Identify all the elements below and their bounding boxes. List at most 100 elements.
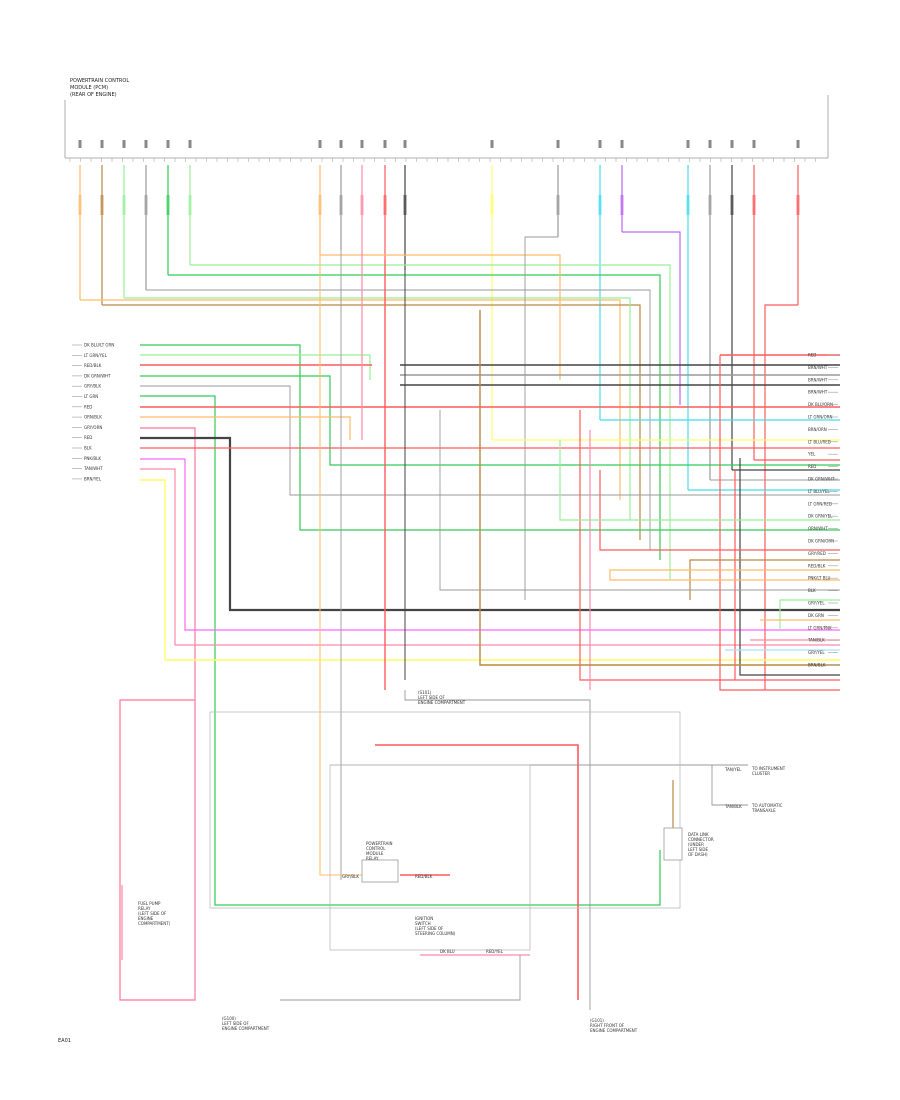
center-wire-label-3: RED/YEL — [486, 949, 504, 954]
ignition-switch-label: IGNITION SWITCH (LEFT SIDE OF STEERING C… — [415, 916, 456, 936]
wire-color-marker — [708, 195, 712, 215]
wire-color-marker — [686, 195, 690, 215]
right-wire-label: LT BLU/RED — [808, 439, 831, 444]
data-link-connector-box — [663, 827, 683, 861]
wire — [764, 304, 798, 690]
wire-color-marker — [318, 195, 322, 215]
pin-label-glyph — [686, 140, 690, 148]
pcm-relay-label: POWERTRAIN CONTROL MODULE RELAY — [366, 841, 393, 861]
left-wire-label: GRY/ORN — [84, 425, 102, 430]
pin-label-glyph — [166, 140, 170, 148]
wire — [102, 304, 641, 540]
wire-color-marker — [78, 195, 82, 215]
right-wire-label: BLK — [808, 588, 816, 593]
right-wire-label: BRN/WHT — [808, 365, 828, 370]
wire-color-marker — [490, 195, 494, 215]
left-wire-label: BLK — [84, 446, 92, 451]
wire — [140, 436, 840, 612]
wire-color-marker — [166, 195, 170, 215]
g100-text-1: (G100) — [222, 1016, 236, 1021]
wire-color-marker — [620, 195, 624, 215]
wire-color-marker — [383, 195, 387, 215]
to-conn-1-text-1: TO INSTRUMENT — [751, 766, 786, 771]
pin-label-glyph — [360, 140, 364, 148]
wire — [280, 955, 521, 1001]
pcm-relay-text-2: CONTROL — [366, 846, 386, 851]
wire — [140, 385, 840, 496]
right-wire-label: DK GRN/WHT — [808, 477, 835, 482]
left-wire-label: RED/BLK — [84, 363, 102, 368]
pcm-pin-row — [69, 140, 816, 162]
wire — [140, 395, 661, 906]
pin-label-glyph — [339, 140, 343, 148]
wire — [119, 427, 196, 1001]
wire-layer — [78, 165, 840, 1010]
ground-g101-label: (G101) RIGHT FRONT OF ENGINE COMPARTMENT — [590, 1018, 638, 1033]
wire-color-marker — [339, 195, 343, 215]
ground-g100-label: (G100) LEFT SIDE OF ENGINE COMPARTMENT — [222, 1016, 270, 1031]
right-wire-label: PNK/LT BLU — [808, 576, 831, 581]
wire-color-marker — [730, 195, 734, 215]
wire — [319, 255, 362, 876]
to-conn-2-text-2: TRANSAXLE — [751, 808, 776, 813]
wire — [599, 470, 840, 551]
center-wire-label-1: GRY/BLK — [342, 874, 359, 879]
pin-label-glyph — [620, 140, 624, 148]
wire — [80, 299, 621, 500]
wire — [524, 236, 558, 600]
pin-label-glyph — [752, 140, 756, 148]
right-wire-label: GRY/RED — [808, 551, 826, 556]
wire — [320, 254, 561, 380]
right-wire-label: BRN/WHT — [808, 377, 828, 382]
pin-label-glyph — [796, 140, 800, 148]
fpr-text-1: FUEL PUMP — [138, 901, 161, 906]
wire — [146, 289, 651, 550]
right-wire-label: DK BLU/ORN — [808, 402, 833, 407]
left-wire-label: GRY/BLK — [84, 384, 101, 389]
right-wire-label: ORN/WHT — [808, 526, 828, 531]
right-wire-label: LT BLU/YEL — [808, 489, 830, 494]
wire — [739, 458, 840, 676]
dlc-text-2: CONNECTOR — [688, 837, 714, 842]
wire-color-marker — [360, 195, 364, 215]
to-automatic-transaxle: TO AUTOMATIC TRANSAXLE — [751, 803, 783, 813]
to-conn-2-text-1: TO AUTOMATIC — [751, 803, 783, 808]
right-wire-label: YEL — [807, 452, 816, 457]
left-wire-label: TAN/WHT — [83, 466, 103, 471]
right-wire-label: DK GRN/YEL — [808, 514, 833, 519]
pin-label-glyph — [598, 140, 602, 148]
wire — [140, 344, 840, 531]
wire-color-marker — [403, 195, 407, 215]
pin-label-glyph — [78, 140, 82, 148]
pin-label-glyph — [708, 140, 712, 148]
right-wire-label: LT GRN/ORN — [808, 415, 833, 420]
dlc-text-4: LEFT SIDE — [688, 847, 709, 852]
right-wire-label: RED/BLK — [808, 563, 826, 568]
fpr-text-2: RELAY — [138, 906, 151, 911]
ign-text-3: (LEFT SIDE OF — [415, 926, 444, 931]
wire — [404, 690, 591, 1010]
pcm-relay-text-3: MODULE — [366, 851, 384, 856]
control-box-outline — [329, 764, 531, 951]
right-wire-label: BRN/BLK — [808, 663, 826, 668]
right-wire-label: BRN/ORN — [808, 427, 827, 432]
right-wire-label: GRY/YEL — [808, 601, 825, 606]
fuel-pump-relay-label: FUEL PUMP RELAY (LEFT SIDE OF ENGINE COM… — [138, 901, 171, 926]
wire-color-marker — [556, 195, 560, 215]
center-wire-label-2: RED/BLK — [415, 874, 433, 879]
wire — [609, 569, 840, 581]
wire — [140, 416, 351, 440]
wire — [140, 468, 840, 646]
wire — [689, 559, 840, 600]
fpr-text-4: ENGINE — [138, 916, 154, 921]
pin-label-glyph — [100, 140, 104, 148]
pin-label-glyph — [383, 140, 387, 148]
wire-color-marker — [144, 195, 148, 215]
wire — [622, 231, 681, 405]
lower-section: POWERTRAIN CONTROL MODULE RELAY DATA LIN… — [138, 690, 786, 1033]
g101-text-1: (G101) — [590, 1018, 604, 1023]
wire-color-marker — [122, 195, 126, 215]
pcm-relay-text-4: RELAY — [366, 856, 379, 861]
pin-label-glyph — [730, 140, 734, 148]
